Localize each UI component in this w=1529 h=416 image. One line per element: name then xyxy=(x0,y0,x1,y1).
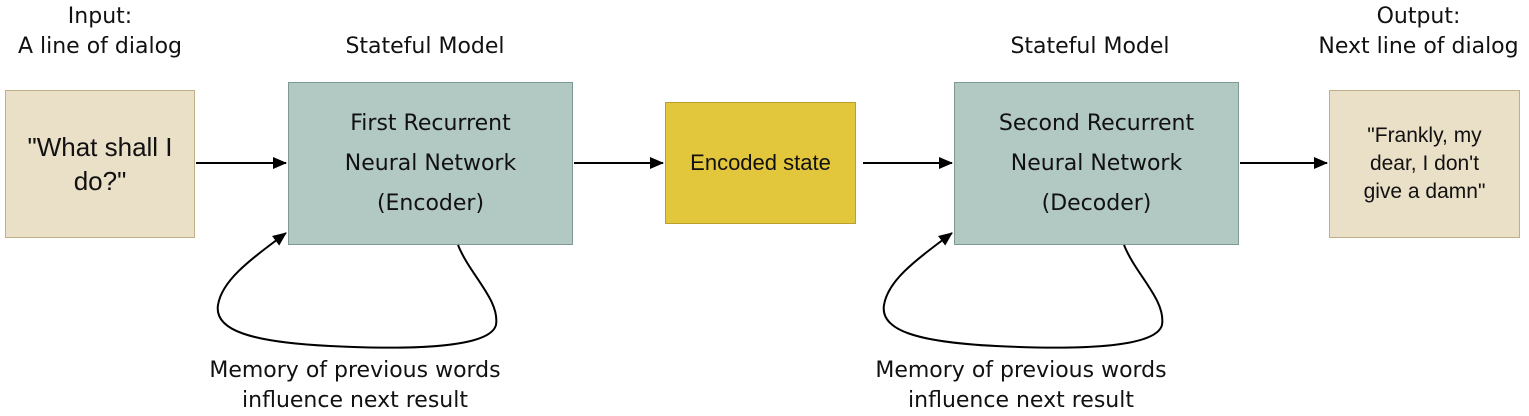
encoder-memory-loop xyxy=(216,232,498,349)
decoder-memory-caption: Memory of previous words influence next … xyxy=(846,356,1196,416)
input-heading-line1: Input: xyxy=(67,4,133,29)
decoder-memory-loop xyxy=(882,232,1164,349)
decoder-heading: Stateful Model xyxy=(1010,34,1170,59)
encoded-state-label: Encoded state xyxy=(690,150,831,175)
output-text-line1: "Frankly, my xyxy=(1367,124,1482,147)
encoder-line3: (Encoder) xyxy=(376,190,485,216)
output-text-line3: give a damn" xyxy=(1363,180,1486,203)
encoder-memory-line2: influence next result xyxy=(242,388,468,413)
encoder-memory-line1: Memory of previous words xyxy=(209,358,501,383)
encoder-box: First Recurrent Neural Network (Encoder) xyxy=(288,82,573,245)
encoder-heading: Stateful Model xyxy=(345,34,505,59)
output-text-line2: dear, I don't xyxy=(1369,152,1480,175)
encoder-line1: First Recurrent xyxy=(350,110,511,136)
encoded-state-box: Encoded state xyxy=(665,102,856,224)
output-heading: Output: Next line of dialog xyxy=(1308,2,1529,62)
decoder-box: Second Recurrent Neural Network (Decoder… xyxy=(954,82,1239,245)
input-text-line2: do?" xyxy=(73,166,127,196)
encoder-memory-caption: Memory of previous words influence next … xyxy=(180,356,530,416)
decoder-line1: Second Recurrent xyxy=(998,110,1195,136)
output-heading-line1: Output: xyxy=(1376,4,1461,29)
output-heading-line2: Next line of dialog xyxy=(1318,34,1519,59)
input-heading: Input: A line of dialog xyxy=(0,2,200,62)
output-box: "Frankly, my dear, I don't give a damn" xyxy=(1329,90,1520,238)
decoder-line2: Neural Network xyxy=(1010,150,1183,176)
decoder-memory-line1: Memory of previous words xyxy=(875,358,1167,383)
decoder-line3: (Decoder) xyxy=(1041,190,1152,216)
input-box: "What shall I do?" xyxy=(5,90,195,238)
input-text-line1: "What shall I xyxy=(27,132,173,162)
decoder-memory-line2: influence next result xyxy=(908,388,1134,413)
encoder-line2: Neural Network xyxy=(344,150,517,176)
input-heading-line2: A line of dialog xyxy=(17,34,183,59)
